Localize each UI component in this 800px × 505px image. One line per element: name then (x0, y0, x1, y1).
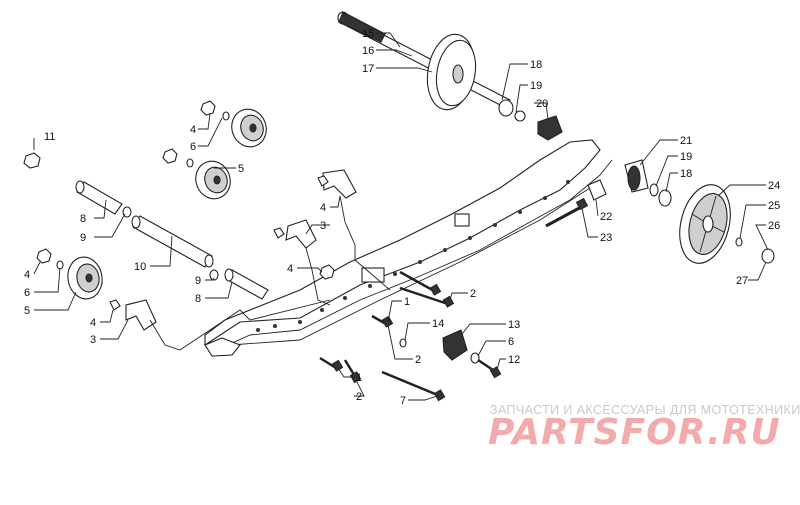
callout-9: 9 (80, 232, 86, 244)
callout-6: 6 (508, 336, 514, 348)
callout-1: 1 (356, 372, 362, 384)
spacer-14-block-13 (399, 329, 502, 379)
callout-18: 18 (530, 59, 542, 71)
washer-25-cap-26 (735, 237, 775, 264)
nut-11 (23, 152, 41, 169)
mount-arm-3-lower (109, 299, 157, 331)
callout-7: 7 (400, 395, 406, 407)
callout-5: 5 (238, 163, 244, 175)
callout-12: 12 (508, 354, 520, 366)
watermark-brand-logo: PARTSFOR.RU (488, 412, 781, 453)
callout-14: 14 (432, 318, 444, 330)
leader-lines (33, 32, 769, 401)
callout-10: 10 (134, 261, 146, 273)
callout-25: 25 (768, 200, 780, 212)
callout-22: 22 (600, 211, 612, 223)
callout-20: 20 (536, 98, 548, 110)
bearing-spacer-18-19 (498, 99, 526, 122)
callout-4: 4 (320, 202, 326, 214)
callout-4: 4 (190, 124, 196, 136)
callout-4: 4 (287, 263, 293, 275)
nuts-washers-upper (162, 100, 230, 168)
callout-1: 1 (404, 296, 410, 308)
bolts-upper-right (371, 270, 455, 328)
washer-9-lower (209, 269, 219, 281)
long-bolt-23 (545, 197, 589, 228)
watermark-caption: ЗАПЧАСТИ И АКСЕССУАРЫ ДЛЯ МОТОТЕХНИКИ (490, 403, 800, 417)
callout-6: 6 (24, 287, 30, 299)
bracket-22 (587, 179, 607, 201)
callout-9: 9 (195, 275, 201, 287)
slide-rail-frame (204, 139, 613, 357)
callout-2: 2 (415, 354, 421, 366)
callout-21: 21 (680, 135, 692, 147)
callout-3: 3 (90, 334, 96, 346)
callout-4: 4 (24, 269, 30, 281)
callout-13: 13 (508, 319, 520, 331)
washers-19-18 (649, 183, 672, 207)
callout-18: 18 (680, 168, 692, 180)
linkage-arms (149, 195, 391, 351)
callout-labels: 15 16 17 18 19 20 11 4 6 5 21 19 18 24 2… (24, 28, 780, 407)
callout-19: 19 (530, 80, 542, 92)
cross-shaft-8-lower (224, 268, 269, 300)
callout-16: 16 (362, 45, 374, 57)
upper-wheel-5a (231, 108, 267, 148)
callout-8: 8 (195, 293, 201, 305)
callout-6: 6 (190, 141, 196, 153)
callout-19: 19 (680, 151, 692, 163)
nut-4-lower-mid (319, 264, 335, 280)
callout-4: 4 (90, 317, 96, 329)
callout-2: 2 (356, 391, 362, 403)
callout-27: 27 (736, 275, 748, 287)
front-hub-21 (624, 159, 649, 193)
callout-24: 24 (768, 180, 780, 192)
upper-wheel-5b (195, 160, 231, 200)
upper-idler-wheel (426, 33, 477, 111)
callout-8: 8 (80, 213, 86, 225)
callout-11: 11 (44, 131, 55, 143)
bolts-lower (319, 356, 446, 402)
callout-23: 23 (600, 232, 612, 244)
cross-shaft-10 (131, 215, 214, 268)
mount-arm-3-upper (273, 169, 357, 249)
callout-15: 15 (362, 28, 374, 40)
callout-5: 5 (24, 305, 30, 317)
upper-idler-axle (337, 11, 511, 109)
callout-3: 3 (320, 220, 326, 232)
cross-shaft-8-upper (75, 180, 123, 215)
callout-2: 2 (470, 288, 476, 300)
lower-wheel-5 (36, 248, 103, 300)
end-cap-20 (537, 115, 563, 141)
callout-17: 17 (362, 63, 374, 75)
rail-holes (256, 180, 570, 332)
rear-idler-wheel-24 (679, 184, 731, 264)
callout-26: 26 (768, 220, 780, 232)
